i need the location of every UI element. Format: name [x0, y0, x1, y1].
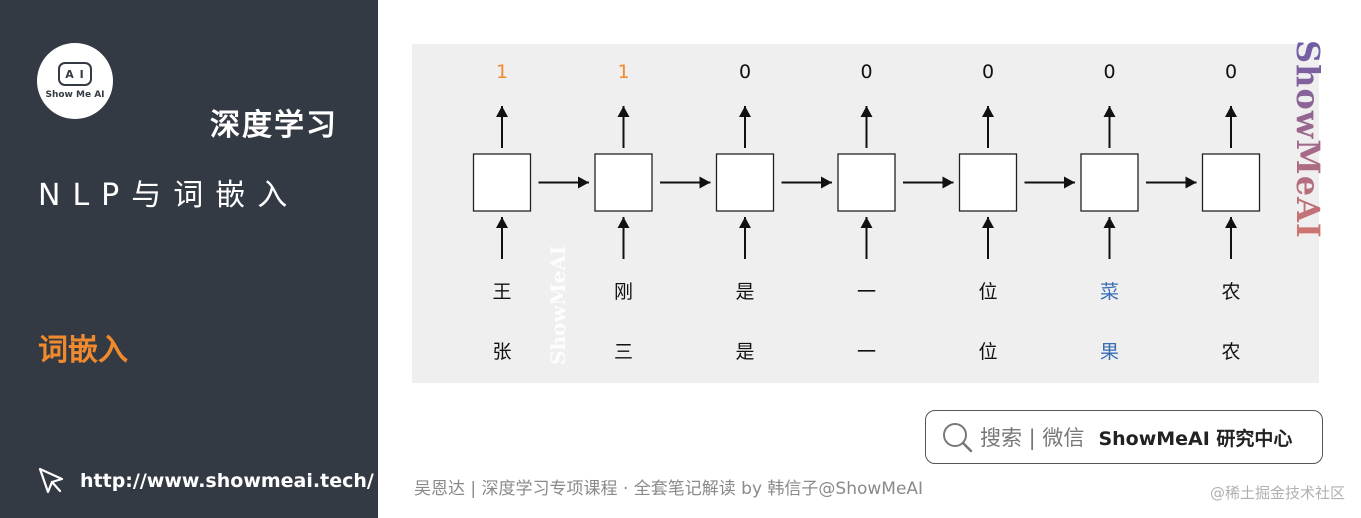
- input-word-row1: 王: [492, 281, 511, 303]
- input-word-row1: 刚: [614, 281, 633, 303]
- rnn-cell: [1201, 153, 1261, 212]
- search-box[interactable]: 搜索 | 微信 ShowMeAI 研究中心: [925, 410, 1323, 464]
- output-label: 0: [739, 61, 751, 83]
- rnn-cell: [837, 153, 896, 212]
- recurrent-arrow-head: [1064, 176, 1075, 189]
- input-word-row2: 位: [978, 341, 997, 363]
- output-label: 1: [617, 61, 629, 83]
- recurrent-arrow-head: [578, 176, 589, 189]
- input-word-row2: 三: [614, 341, 633, 363]
- recurrent-arrow-head: [1185, 176, 1197, 189]
- rnn-cell: [958, 153, 1018, 212]
- output-label: 0: [1103, 61, 1115, 83]
- output-label: 0: [860, 61, 872, 83]
- output-arrow-head: [739, 106, 751, 117]
- site-url: http://www.showmeai.tech/: [80, 470, 374, 492]
- robot-icon: A I: [58, 62, 92, 86]
- output-arrow-head: [496, 106, 508, 117]
- rnn-cell: [715, 153, 775, 212]
- search-hint: 搜索 | 微信: [980, 426, 1085, 450]
- recurrent-arrow-head: [821, 176, 832, 189]
- sidebar: A I Show Me AI 深度学习 NLP与词嵌入 词嵌入 http://w…: [0, 0, 378, 518]
- site-link[interactable]: http://www.showmeai.tech/: [36, 466, 374, 496]
- output-arrow-head: [1225, 106, 1237, 117]
- input-arrow-head: [617, 217, 630, 228]
- showmeai-logo[interactable]: A I Show Me AI: [37, 43, 113, 119]
- rnn-cell: [594, 153, 653, 212]
- cursor-icon: [38, 467, 64, 494]
- input-arrow-head: [496, 217, 508, 228]
- rnn-cell: [472, 153, 532, 212]
- rnn-cell: [1080, 153, 1139, 212]
- course-subtitle: NLP与词嵌入: [38, 178, 300, 213]
- input-word-row2: 一: [857, 341, 876, 363]
- input-arrow-head: [1225, 217, 1237, 228]
- input-word-row2: 是: [735, 341, 754, 363]
- input-word-row1: 农: [1221, 281, 1240, 303]
- output-arrow-head: [860, 106, 873, 117]
- course-title: 深度学习: [210, 108, 338, 143]
- logo-text: Show Me AI: [45, 90, 105, 100]
- input-word-row1: 位: [978, 281, 997, 303]
- output-label: 0: [1225, 61, 1237, 83]
- footer-credit: 吴恩达 | 深度学习专项课程 · 全套笔记解读 by 韩信子@ShowMeAI: [414, 479, 924, 499]
- input-arrow-head: [1103, 217, 1116, 228]
- input-word-row2: 果: [1100, 341, 1119, 363]
- input-arrow-head: [739, 217, 751, 228]
- output-arrow-head: [1103, 106, 1116, 117]
- input-word-row1: 是: [735, 281, 754, 303]
- output-arrow-head: [982, 106, 994, 117]
- recurrent-arrow-head: [942, 176, 954, 189]
- input-word-row2: 张: [492, 341, 511, 363]
- input-arrow-head: [982, 217, 994, 228]
- input-word-row2: 农: [1221, 341, 1240, 363]
- output-arrow-head: [617, 106, 630, 117]
- input-word-row1: 一: [857, 281, 876, 303]
- search-icon: [943, 423, 973, 453]
- watermark-right: ShowMeAI: [1287, 40, 1327, 280]
- section-title: 词嵌入: [38, 333, 128, 368]
- output-label: 1: [496, 61, 508, 83]
- output-label: 0: [982, 61, 994, 83]
- corner-credit: @稀土掘金技术社区: [1209, 484, 1345, 502]
- watermark-middle: ShowMeAI: [546, 245, 570, 365]
- input-word-row1: 菜: [1100, 281, 1119, 303]
- search-brand: ShowMeAI 研究中心: [1098, 427, 1293, 450]
- input-arrow-head: [860, 217, 873, 228]
- recurrent-arrow-head: [699, 176, 711, 189]
